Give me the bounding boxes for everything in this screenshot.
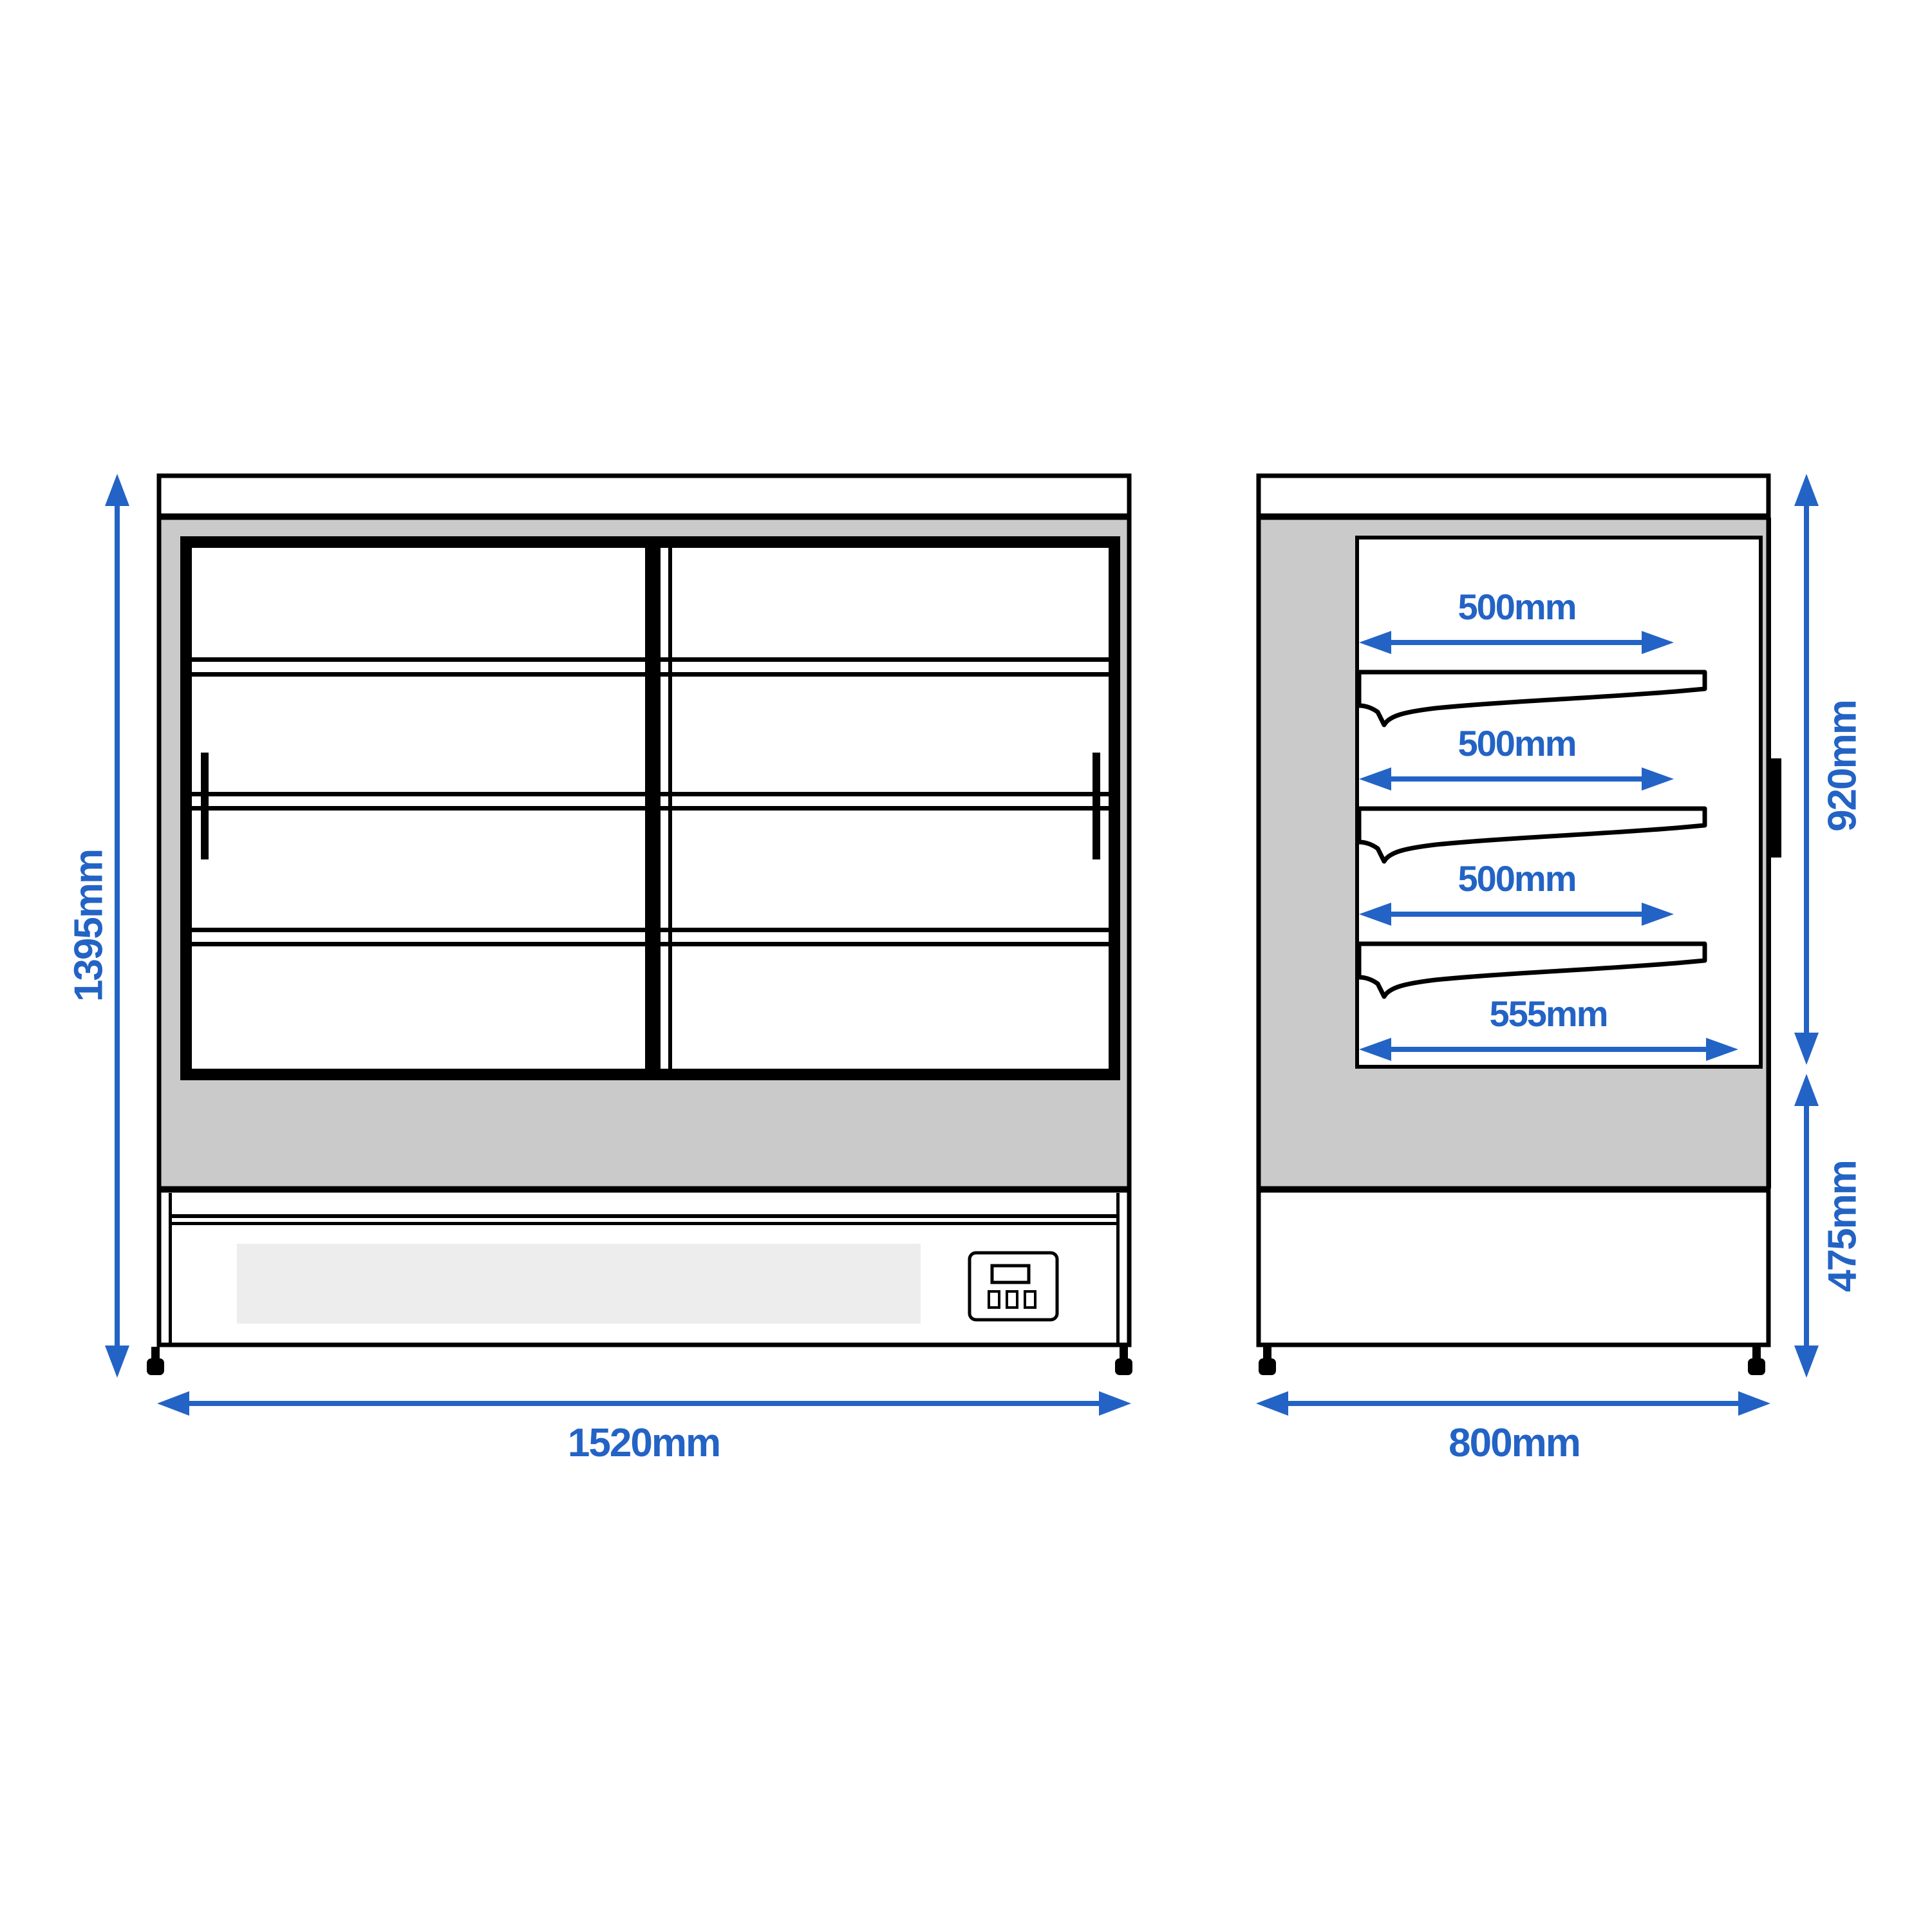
side-plinth: [1256, 1188, 1771, 1347]
arrowhead-left-icon: [1256, 1391, 1288, 1416]
front-left-door-handle: [201, 753, 209, 859]
arrowhead-down-icon: [105, 1346, 129, 1378]
side-depth-label: 800mm: [1449, 1421, 1580, 1465]
control-panel-box: [968, 1251, 1059, 1322]
control-panel-button: [1006, 1290, 1018, 1309]
arrowhead-down-icon: [1794, 1033, 1819, 1065]
front-door-edge-line: [668, 548, 672, 1069]
front-left-foot: [147, 1347, 164, 1375]
side-shelf-label-1: 500mm: [1458, 586, 1575, 627]
front-height-dimension: 1395mm: [67, 474, 129, 1378]
side-upper-height-label: 920mm: [1821, 700, 1865, 832]
control-panel-button: [1024, 1290, 1036, 1309]
front-right-foot: [1115, 1347, 1132, 1375]
front-right-door-handle: [1093, 753, 1100, 859]
front-plinth-inner-line-right: [1116, 1193, 1120, 1343]
side-shelf-profile: [1356, 941, 1707, 999]
front-door-divider: [645, 548, 661, 1069]
front-plinth-trim-line: [171, 1214, 1116, 1218]
side-shelf-label-2: 500mm: [1458, 723, 1575, 764]
side-shelf-dimension-3: 500mm: [1359, 858, 1674, 926]
side-canopy-strip: [1256, 473, 1771, 518]
side-depth-dimension: 800mm: [1256, 1391, 1770, 1465]
arrowhead-up-icon: [105, 474, 129, 506]
side-lower-height-label: 475mm: [1821, 1161, 1865, 1292]
side-door-handle: [1770, 758, 1781, 858]
control-panel-button: [988, 1290, 1000, 1309]
front-view: [147, 473, 1132, 1375]
side-right-foot: [1748, 1347, 1765, 1375]
side-shelf-dimension-2: 500mm: [1359, 723, 1674, 791]
arrowhead-left-icon: [157, 1391, 189, 1416]
front-plinth-inner-line-left: [169, 1193, 172, 1343]
arrowhead-right-icon: [1099, 1391, 1131, 1416]
front-width-label: 1520mm: [568, 1421, 720, 1465]
front-canopy-strip: [156, 473, 1132, 518]
side-shelf-label-3: 500mm: [1458, 858, 1575, 899]
side-view: 500mm 500mm 500mm 555mm: [1256, 473, 1781, 1375]
front-width-dimension: 1520mm: [157, 1391, 1131, 1465]
front-plinth-trim-line: [171, 1222, 1116, 1225]
control-panel: [968, 1251, 1059, 1322]
side-left-foot: [1259, 1347, 1276, 1375]
side-lower-height-dimension: 475mm: [1794, 1074, 1865, 1378]
arrowhead-up-icon: [1794, 1074, 1819, 1106]
side-front-edge-line: [1767, 518, 1771, 1188]
front-height-label: 1395mm: [67, 850, 111, 1002]
side-upper-height-dimension: 920mm: [1794, 474, 1865, 1065]
side-shelf-profile: [1356, 806, 1707, 864]
arrowhead-down-icon: [1794, 1346, 1819, 1378]
control-panel-display: [990, 1264, 1031, 1284]
arrowhead-right-icon: [1738, 1391, 1770, 1416]
arrowhead-up-icon: [1794, 474, 1819, 506]
front-ventilation-grille: [237, 1244, 921, 1324]
side-base-shelf-dimension: 555mm: [1359, 993, 1738, 1061]
side-shelf-dimension-1: 500mm: [1359, 586, 1674, 654]
side-base-shelf-label: 555mm: [1489, 993, 1607, 1034]
side-shelf-profile: [1356, 670, 1707, 727]
